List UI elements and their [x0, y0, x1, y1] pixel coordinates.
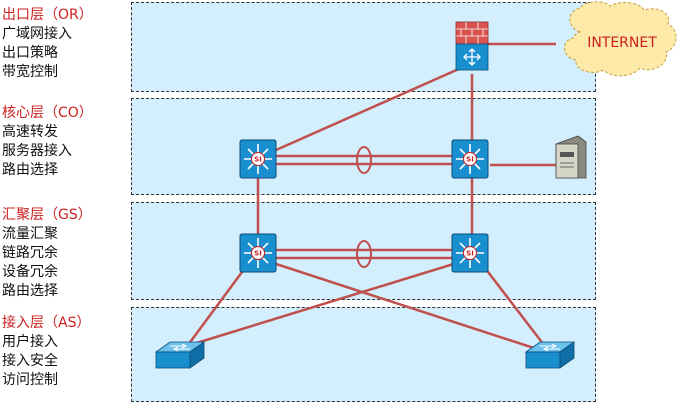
link-aggr-accl — [189, 260, 461, 347]
layer-band-or — [131, 2, 596, 92]
layer-title-co: 核心层（CO） — [2, 105, 93, 121]
access-switch-left-icon — [154, 341, 206, 369]
link-aggl-accl — [186, 267, 247, 346]
core-switch-left-icon: SI — [239, 139, 277, 179]
layer-desc-line: 服务器接入 — [2, 143, 72, 159]
layer-title-or: 出口层（OR） — [2, 7, 93, 23]
network-links — [186, 42, 556, 352]
link-firewall-core-left — [257, 62, 471, 160]
layer-label-or: 出口层（OR） 广域网接入 出口策略 带宽控制 — [2, 6, 130, 82]
layer-desc-line: 访问控制 — [2, 372, 58, 388]
layer-title-gs: 汇聚层（GS） — [2, 207, 92, 223]
layer-desc-line: 出口策略 — [2, 45, 58, 61]
agg-switch-left-icon: SI — [239, 233, 277, 273]
link-aggr-accr — [484, 267, 545, 346]
switch-si-label: SI — [466, 250, 474, 258]
layer-desc-line: 链路冗余 — [2, 245, 58, 261]
internet-label: INTERNET — [587, 35, 657, 51]
layer-title-as: 接入层（AS） — [2, 315, 91, 331]
switch-si-label: SI — [254, 156, 262, 164]
layer-desc-line: 设备冗余 — [2, 264, 58, 280]
layer-label-gs: 汇聚层（GS） 流量汇聚 链路冗余 设备冗余 路由选择 — [2, 206, 130, 301]
access-switch-right-icon — [524, 341, 576, 369]
server-icon — [555, 135, 587, 179]
layer-desc-line: 接入安全 — [2, 353, 58, 369]
switch-si-label: SI — [466, 156, 474, 164]
agg-link-aggregation-icon — [356, 240, 372, 268]
internet-cloud-icon: INTERNET — [564, 1, 677, 77]
layer-label-co: 核心层（CO） 高速转发 服务器接入 路由选择 — [2, 104, 130, 180]
layer-desc-line: 路由选择 — [2, 162, 58, 178]
firewall-icon — [455, 21, 489, 71]
core-link-aggregation-icon — [356, 146, 372, 174]
core-switch-right-icon: SI — [451, 139, 489, 179]
layer-label-as: 接入层（AS） 用户接入 接入安全 访问控制 — [2, 314, 130, 390]
layer-band-as — [131, 307, 596, 402]
link-aggl-accr — [269, 260, 541, 352]
switch-si-label: SI — [254, 250, 262, 258]
layer-desc-line: 流量汇聚 — [2, 226, 58, 242]
layer-desc-line: 高速转发 — [2, 124, 58, 140]
layer-desc-line: 广域网接入 — [2, 26, 72, 42]
layer-desc-line: 用户接入 — [2, 334, 58, 350]
layer-desc-line: 路由选择 — [2, 283, 58, 299]
layer-desc-line: 带宽控制 — [2, 64, 58, 80]
agg-switch-right-icon: SI — [451, 233, 489, 273]
